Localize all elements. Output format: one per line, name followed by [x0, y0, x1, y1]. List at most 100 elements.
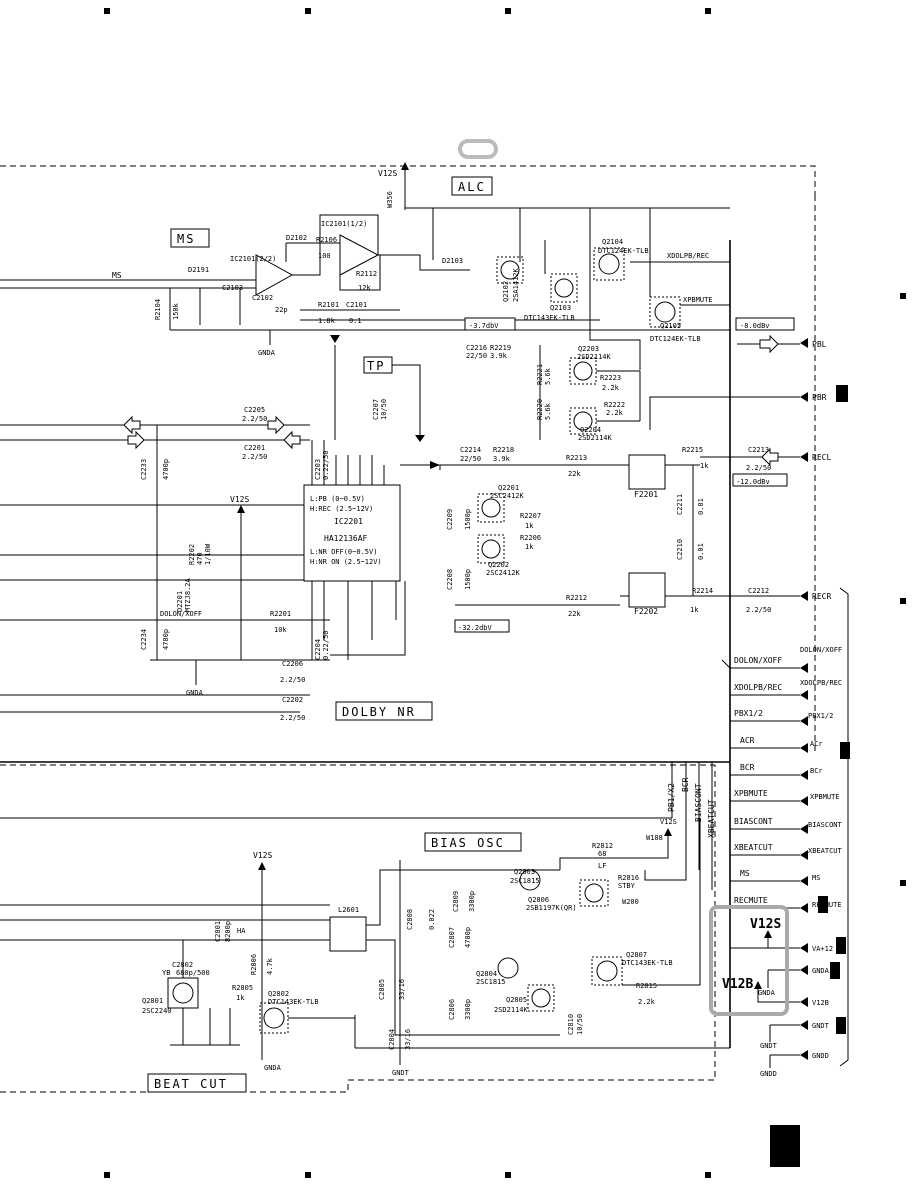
w188-label: W188	[646, 834, 663, 842]
coil-l2601	[329, 916, 367, 952]
r2218-label: R2218	[493, 446, 514, 454]
ha-label: HA	[237, 927, 246, 935]
c2212-label: C2212	[748, 587, 769, 595]
d2102-label: D2102	[286, 234, 307, 242]
d2201-type: MTZJ8.2A	[184, 577, 192, 612]
c2810-value: 10/50	[576, 1014, 584, 1035]
ic2201-line3: L:NR OFF(0~0.5V)	[310, 548, 377, 556]
q2103-type: DTC143EK-TLB	[524, 314, 575, 322]
connector-va12: VA+12	[812, 945, 833, 953]
c2808-value: 0.022	[428, 909, 436, 930]
q2104-type: DTC124EK-TLB	[598, 247, 649, 255]
level-labels: -3.7dbV -8.0dBv -12.0dBv -32.2dbV	[454, 317, 795, 633]
v12s-bottom-label: V12S	[253, 851, 272, 860]
r2202-value: 470	[196, 552, 204, 565]
r2805-value: 1k	[236, 994, 245, 1002]
dolby-transistors: Q2201 2SC2412K Q2202 2SC2412K R2207 1k R…	[440, 344, 771, 618]
r2207-label: R2207	[520, 512, 541, 520]
q2806-label: Q2806	[528, 896, 549, 904]
c2201-label: C2201	[244, 444, 265, 452]
c2206-value: 2.2/50	[280, 676, 305, 684]
connector-v12b: V12B	[812, 999, 829, 1007]
r2201-label: R2201	[270, 610, 291, 618]
r2223-label: R2223	[600, 374, 621, 382]
bus-label-acr: ACR	[740, 736, 755, 745]
c2808-label: C2808	[406, 909, 414, 930]
ic2201-line1: L:PB (0~0.5V)	[310, 495, 365, 503]
highlight-gnda: GNDA	[758, 989, 776, 997]
q2801-type: 2SC2240	[142, 1007, 172, 1015]
r2206-value: 1k	[525, 543, 534, 551]
connector-xbeatcut: XBEATCUT	[808, 847, 843, 855]
q2802-type: DTC143EK-TLB	[268, 998, 319, 1006]
bus-branches: DOLON/XOFF XDOLPB/REC PBX1/2 ACR BCR XPB…	[667, 656, 800, 1068]
connector-pbl: PBL	[812, 340, 827, 349]
r2213-label: R2213	[566, 454, 587, 462]
connector-xpbmute: XPBMUTE	[810, 793, 840, 801]
c2208-value: 1500p	[464, 569, 472, 590]
r2812-value: 68	[598, 850, 606, 858]
connector-xdolpb: XDOLPB/REC	[800, 679, 842, 687]
xpbmute-signal: XPBMUTE	[683, 296, 713, 304]
c2809-label: C2809	[452, 891, 460, 912]
v12s-mid: V12S R2202 470 1/10W D2201 MTZJ8.2A R220…	[176, 495, 305, 722]
gnda-label-2: GNDA	[186, 689, 204, 697]
connector-recmute: RECMUTE	[812, 901, 842, 909]
c2211-label: C2211	[676, 494, 684, 515]
c2202-value: 2.2/50	[280, 714, 305, 722]
v12s-top-label: V12S	[378, 169, 397, 178]
beat-cut-frame	[147, 1073, 247, 1093]
c2205-label: C2205	[244, 406, 265, 414]
bus-label-xdolpb: XDOLPB/REC	[734, 683, 782, 692]
highlight-v12s: V12S	[750, 917, 781, 932]
r2806-label: R2806	[250, 954, 258, 975]
r2201-value: 10k	[274, 626, 287, 634]
left-inputs: C2205 2.2/50 C2201 2.2/50 C2233 4700p C2…	[0, 406, 330, 713]
r2212-value: 22k	[568, 610, 581, 618]
c2805-label: C2805	[378, 979, 386, 1000]
bus-label-dolon: DOLON/XOFF	[734, 656, 782, 665]
r2202-watt: 1/10W	[204, 543, 212, 565]
q2203-q2204: Q2203 2SD2114K Q2204 2SD2114K R2223 2.2k…	[536, 345, 641, 442]
r2222-label: R2222	[604, 401, 625, 409]
r2202-label: R2202	[188, 544, 196, 565]
filter-f2202	[628, 572, 666, 608]
c2209-label: C2209	[446, 509, 454, 530]
c2210-value: 0.01	[697, 543, 705, 560]
section-ms: MS	[177, 232, 195, 246]
q2804-label: Q2804	[476, 970, 497, 978]
q2201-type: 2SC2412K	[490, 492, 525, 500]
r2112-label: R2112	[356, 270, 377, 278]
connector-ms: MS	[812, 874, 820, 882]
c2234-label: C2234	[140, 629, 148, 650]
bus-label-bcr-v: BCR	[681, 777, 690, 792]
r2812-label: R2812	[592, 842, 613, 850]
q2202-type: 2SC2412K	[486, 569, 521, 577]
ic2201-box	[303, 484, 401, 582]
r2212-label: R2212	[566, 594, 587, 602]
ic2201-line2: H:REC (2.5~12V)	[310, 505, 373, 513]
gndt-symbol-label: GNDT	[760, 1042, 778, 1050]
r2221-value: 5.6k	[544, 367, 552, 385]
c2212-value: 2.2/50	[746, 606, 771, 614]
f2202-label: F2202	[634, 607, 658, 616]
q2802-label: Q2802	[268, 990, 289, 998]
c2213-label: C2213	[748, 446, 769, 454]
bus-label-xbeatcut-v: XBEATCUT	[707, 799, 716, 838]
v12s-osc-label: V12S	[660, 818, 677, 826]
connector-pbr: PBR	[812, 393, 827, 402]
c2211-value: 0.01	[697, 498, 705, 515]
ic2201-line4: H:NR ON (2.5~12V)	[310, 558, 382, 566]
r2214-label: R2214	[692, 587, 713, 595]
c2804-value: 33/16	[404, 1029, 412, 1050]
bus-label-biascont-v: BIASCONT	[694, 783, 703, 822]
gnda-label-3: GNDA	[264, 1064, 282, 1072]
section-tp: TP	[367, 359, 385, 373]
yb-label: YB	[162, 969, 170, 977]
c2801-value: 8200p	[224, 921, 232, 942]
r2816-label: R2816	[618, 874, 639, 882]
c2806-label: C2806	[448, 999, 456, 1020]
r2206-label: R2206	[520, 534, 541, 542]
connector-arrows	[649, 334, 849, 1067]
connector-pbx: PBX1/2	[808, 712, 833, 720]
